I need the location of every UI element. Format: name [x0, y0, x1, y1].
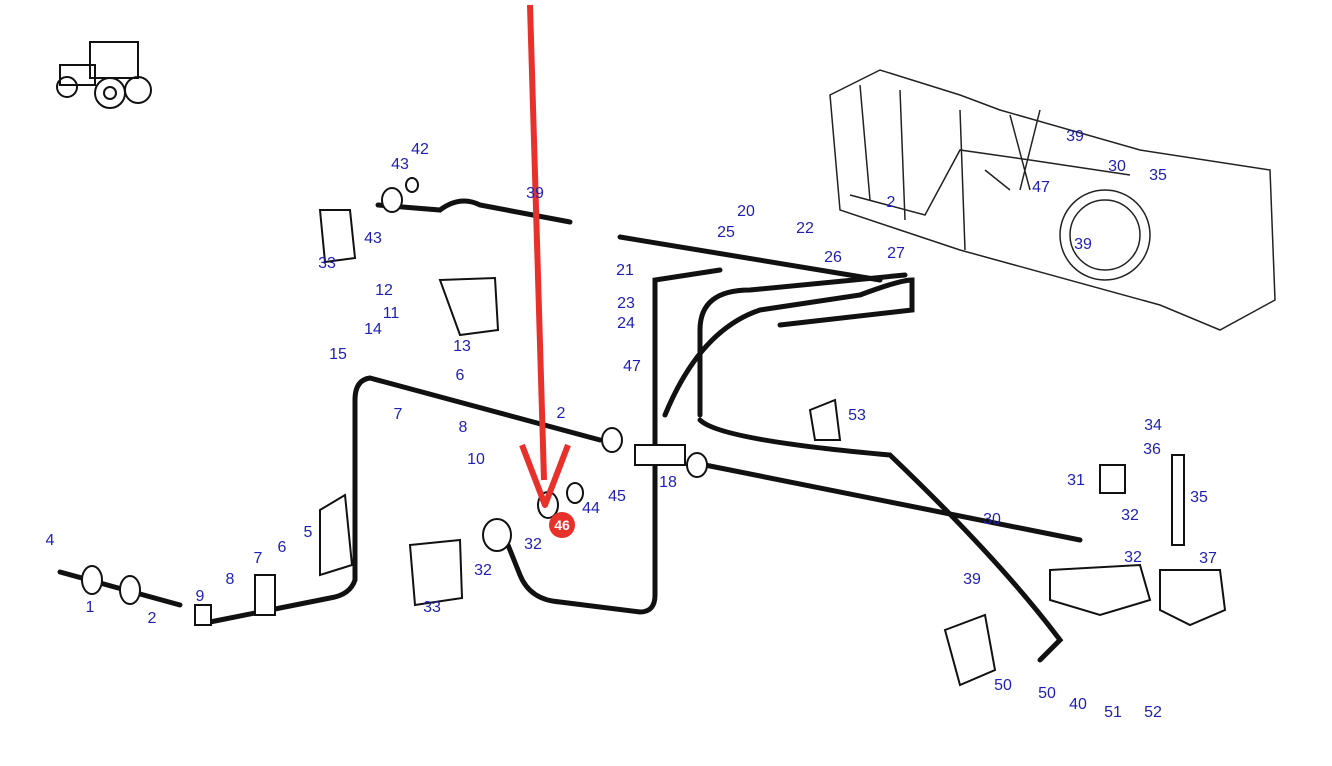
part-label-42[interactable]: 42 — [411, 141, 429, 158]
part-label-7[interactable]: 7 — [394, 406, 403, 423]
part-label-53[interactable]: 53 — [848, 407, 866, 424]
part-label-40[interactable]: 40 — [1069, 696, 1087, 713]
transmission-housing — [829, 69, 1276, 331]
part-label-43[interactable]: 43 — [391, 156, 409, 173]
part-label-2[interactable]: 2 — [557, 405, 566, 422]
part-label-33[interactable]: 33 — [423, 599, 441, 616]
part-label-45[interactable]: 45 — [608, 488, 626, 505]
part-label-8[interactable]: 8 — [226, 571, 235, 588]
part-label-24[interactable]: 24 — [617, 315, 635, 332]
part-label-35[interactable]: 35 — [1190, 489, 1208, 506]
part-label-44[interactable]: 44 — [582, 500, 600, 517]
part-label-1[interactable]: 1 — [86, 599, 95, 616]
part-label-25[interactable]: 25 — [717, 224, 735, 241]
part-label-30[interactable]: 30 — [1108, 158, 1126, 175]
part-label-26[interactable]: 26 — [824, 249, 842, 266]
part-label-2[interactable]: 2 — [148, 610, 157, 627]
part-label-30[interactable]: 30 — [983, 511, 1001, 528]
part-label-52[interactable]: 52 — [1144, 704, 1162, 721]
part-label-6[interactable]: 6 — [456, 367, 465, 384]
part-label-50[interactable]: 50 — [1038, 685, 1056, 702]
part-label-4[interactable]: 4 — [46, 532, 55, 549]
part-label-2[interactable]: 2 — [887, 194, 896, 211]
part-label-50[interactable]: 50 — [994, 677, 1012, 694]
part-label-8[interactable]: 8 — [459, 419, 468, 436]
part-label-27[interactable]: 27 — [887, 245, 905, 262]
part-label-43[interactable]: 43 — [364, 230, 382, 247]
part-label-13[interactable]: 13 — [453, 338, 471, 355]
part-label-21[interactable]: 21 — [616, 262, 634, 279]
highlighted-part-number: 46 — [554, 517, 570, 533]
part-label-5[interactable]: 5 — [304, 524, 313, 541]
part-label-34[interactable]: 34 — [1144, 417, 1162, 434]
part-label-32[interactable]: 32 — [474, 562, 492, 579]
part-label-7[interactable]: 7 — [254, 550, 263, 567]
part-label-51[interactable]: 51 — [1104, 704, 1122, 721]
part-label-39[interactable]: 39 — [1074, 236, 1092, 253]
part-label-39[interactable]: 39 — [1066, 128, 1084, 145]
part-label-32[interactable]: 32 — [1121, 507, 1139, 524]
part-label-22[interactable]: 22 — [796, 220, 814, 237]
part-label-6[interactable]: 6 — [278, 539, 287, 556]
part-label-39[interactable]: 39 — [963, 571, 981, 588]
part-label-35[interactable]: 35 — [1149, 167, 1167, 184]
part-label-20[interactable]: 20 — [737, 203, 755, 220]
part-label-31[interactable]: 31 — [1067, 472, 1085, 489]
part-label-37[interactable]: 37 — [1199, 550, 1217, 567]
part-label-36[interactable]: 36 — [1143, 441, 1161, 458]
part-label-33[interactable]: 33 — [318, 255, 336, 272]
part-label-32[interactable]: 32 — [524, 536, 542, 553]
part-label-15[interactable]: 15 — [329, 346, 347, 363]
part-label-47[interactable]: 47 — [623, 358, 641, 375]
tractor-icon — [56, 41, 152, 109]
pipes — [57, 198, 1083, 663]
part-label-12[interactable]: 12 — [375, 282, 393, 299]
part-label-9[interactable]: 9 — [196, 588, 205, 605]
part-label-23[interactable]: 23 — [617, 295, 635, 312]
part-label-10[interactable]: 10 — [467, 451, 485, 468]
part-label-14[interactable]: 14 — [364, 321, 382, 338]
part-label-39[interactable]: 39 — [526, 185, 544, 202]
highlighted-part-badge[interactable]: 46 — [549, 512, 575, 538]
red-arrow-pointer — [519, 4, 571, 508]
part-label-11[interactable]: 11 — [383, 305, 400, 322]
part-label-47[interactable]: 47 — [1032, 179, 1050, 196]
part-label-32[interactable]: 32 — [1124, 549, 1142, 566]
part-label-18[interactable]: 18 — [659, 474, 677, 491]
